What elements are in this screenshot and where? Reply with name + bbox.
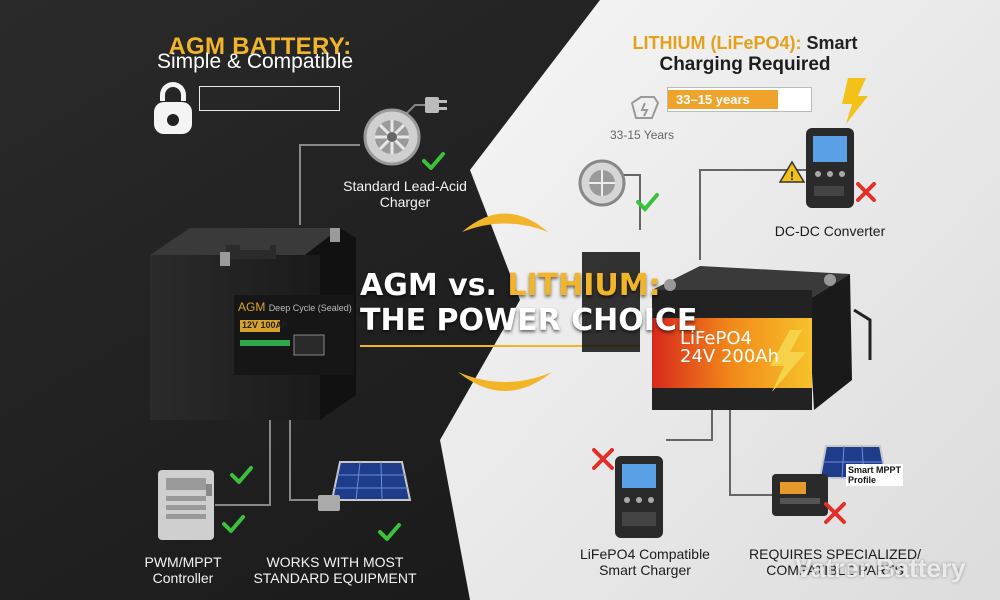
center-title-plain: AGM vs. bbox=[360, 268, 508, 303]
svg-text:!: ! bbox=[790, 169, 794, 183]
center-title-accent: LITHIUM: bbox=[507, 268, 661, 303]
arrow-down-icon bbox=[458, 372, 552, 391]
lead-acid-charger-label-line1: Standard Lead-Acid bbox=[343, 178, 467, 194]
lead-acid-charger-icon bbox=[363, 108, 421, 166]
lifespan-small-label: 33-15 Years bbox=[610, 128, 675, 142]
lifespan-badge-text: 33–15 years bbox=[668, 90, 778, 109]
agm-battery-label: AGM Deep Cycle (Sealed) bbox=[238, 300, 352, 314]
lithium-battery-image bbox=[582, 252, 852, 410]
check-icon bbox=[378, 523, 401, 541]
smart-charger-label-line1: LiFePO4 Compatible bbox=[580, 546, 710, 562]
check-icon bbox=[636, 193, 659, 212]
standard-equipment-label-line1: WORKS WITH MOST bbox=[266, 554, 404, 570]
smart-mppt-label-line1: Smart MPPT bbox=[848, 465, 902, 475]
agm-battery-rating: 12V 100Ah bbox=[242, 320, 288, 330]
center-title-line2: THE POWER CHOICE bbox=[360, 303, 698, 338]
lithium-battery-label: LiFePO4 24V 200Ah bbox=[680, 330, 779, 366]
cross-icon bbox=[592, 448, 614, 470]
brand-watermark: Vatrer Battery bbox=[795, 553, 966, 583]
shield-icon bbox=[630, 96, 660, 119]
lithium-title-accent: LITHIUM (LiFePO4): bbox=[632, 33, 802, 53]
lithium-title: LITHIUM (LiFePO4): Smart bbox=[560, 33, 930, 54]
controller-label: PWM/MPPT Controller bbox=[118, 554, 248, 586]
agm-subtitle: Simple & Compatible bbox=[156, 50, 354, 73]
dc-dc-converter-label: DC-DC Converter bbox=[774, 223, 886, 239]
lightning-icon bbox=[842, 78, 868, 124]
lithium-battery-rating: 24V 200Ah bbox=[680, 346, 780, 367]
agm-battery-type: Deep Cycle (Sealed) bbox=[268, 303, 352, 313]
check-icon bbox=[230, 466, 253, 484]
dc-dc-converter-icon bbox=[806, 128, 854, 208]
controller-label-line1: PWM/MPPT bbox=[144, 554, 222, 570]
center-title-line1: AGM vs. LITHIUM: bbox=[360, 268, 661, 303]
lithium-title-rest: Smart bbox=[801, 33, 858, 53]
standard-equipment-label: WORKS WITH MOST STANDARD EQUIPMENT bbox=[240, 554, 430, 586]
pwm-mppt-controller-icon bbox=[158, 470, 214, 540]
charger-fan-icon bbox=[578, 159, 626, 207]
cross-icon bbox=[856, 182, 876, 202]
check-icon bbox=[422, 152, 445, 170]
warning-icon: ! bbox=[778, 160, 806, 183]
agm-empty-box bbox=[199, 86, 340, 111]
solar-panel-icon bbox=[318, 461, 412, 511]
plug-icon bbox=[425, 97, 447, 113]
smart-mppt-label-line2: Profile bbox=[848, 475, 877, 485]
smart-mppt-controller-icon bbox=[772, 474, 828, 516]
lead-acid-charger-label: Standard Lead-Acid Charger bbox=[330, 178, 480, 210]
smart-charger-label-line2: Smart Charger bbox=[599, 562, 691, 578]
check-icon bbox=[222, 515, 245, 533]
lithium-subtitle: Charging Required bbox=[659, 54, 831, 75]
lithium-battery-chem: LiFePO4 bbox=[680, 328, 752, 349]
lifespan-badge: 33–15 years bbox=[667, 87, 812, 112]
cross-icon bbox=[824, 502, 846, 524]
lifepo4-smart-charger-icon bbox=[615, 456, 663, 538]
smart-charger-label: LiFePO4 Compatible Smart Charger bbox=[560, 546, 730, 578]
agm-title: AGM BATTERY: bbox=[168, 33, 352, 60]
agm-battery-image bbox=[150, 228, 356, 420]
arrow-up-icon bbox=[462, 213, 548, 232]
specialized-parts-label-line1: REQUIRES SPECIALIZED/ bbox=[749, 546, 921, 562]
lead-acid-charger-label-line2: Charger bbox=[379, 194, 431, 210]
smart-mppt-label: Smart MPPT Profile bbox=[846, 464, 904, 486]
standard-equipment-label-line2: STANDARD EQUIPMENT bbox=[253, 570, 417, 586]
specialized-parts-label: REQUIRES SPECIALIZED/ COMPATIBLE PARTS bbox=[730, 546, 940, 578]
specialized-parts-label-line2: COMPATIBLE PARTS bbox=[766, 562, 904, 578]
controller-label-line2: Controller bbox=[152, 570, 214, 586]
kettlebell-icon bbox=[154, 82, 192, 134]
agm-battery-brand: AGM bbox=[238, 300, 266, 314]
